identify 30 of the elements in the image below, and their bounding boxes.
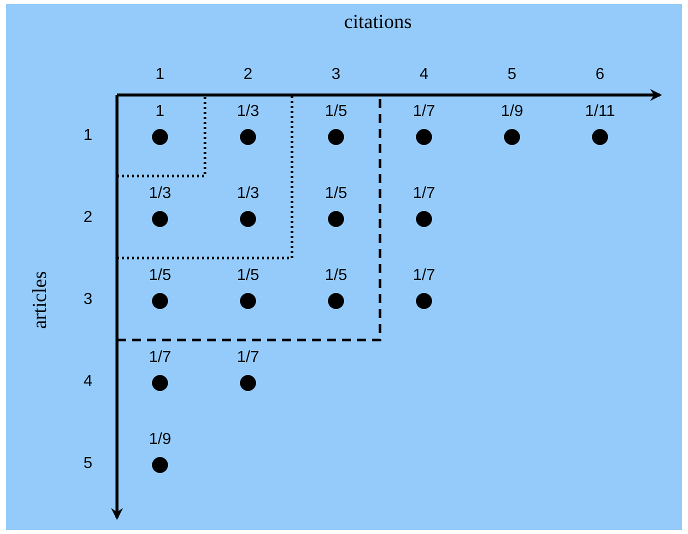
value-label: 1/11: [584, 103, 616, 121]
value-label: 1: [154, 103, 166, 121]
axis-title: articles: [28, 271, 51, 329]
value-label: 1/7: [236, 349, 260, 367]
tick-label: 3: [84, 291, 92, 309]
value-label: 1/7: [412, 103, 436, 121]
value-label: 1/9: [500, 103, 524, 121]
tick-label: 6: [596, 66, 604, 84]
value-label: 1/5: [236, 267, 260, 285]
value-label: 1/7: [412, 185, 436, 203]
tick-label: 4: [84, 373, 92, 391]
value-label: 1/9: [148, 431, 172, 449]
tick-label: 2: [244, 66, 252, 84]
tick-label: 5: [508, 66, 516, 84]
value-label: 1/3: [236, 185, 260, 203]
tick-label: 4: [420, 66, 428, 84]
value-label: 1/3: [148, 185, 172, 203]
value-label: 1/5: [324, 267, 348, 285]
tick-label: 3: [332, 66, 340, 84]
value-label: 1/5: [148, 267, 172, 285]
value-label: 1/7: [148, 349, 172, 367]
tick-label: 1: [156, 66, 164, 84]
value-label: 1/5: [324, 103, 348, 121]
tick-label: 5: [84, 455, 92, 473]
tick-label: 1: [84, 127, 92, 145]
value-label: 1/7: [412, 267, 436, 285]
value-label: 1/5: [324, 185, 348, 203]
value-label: 1/3: [236, 103, 260, 121]
tick-label: 2: [84, 209, 92, 227]
axis-title: citations: [344, 11, 412, 33]
